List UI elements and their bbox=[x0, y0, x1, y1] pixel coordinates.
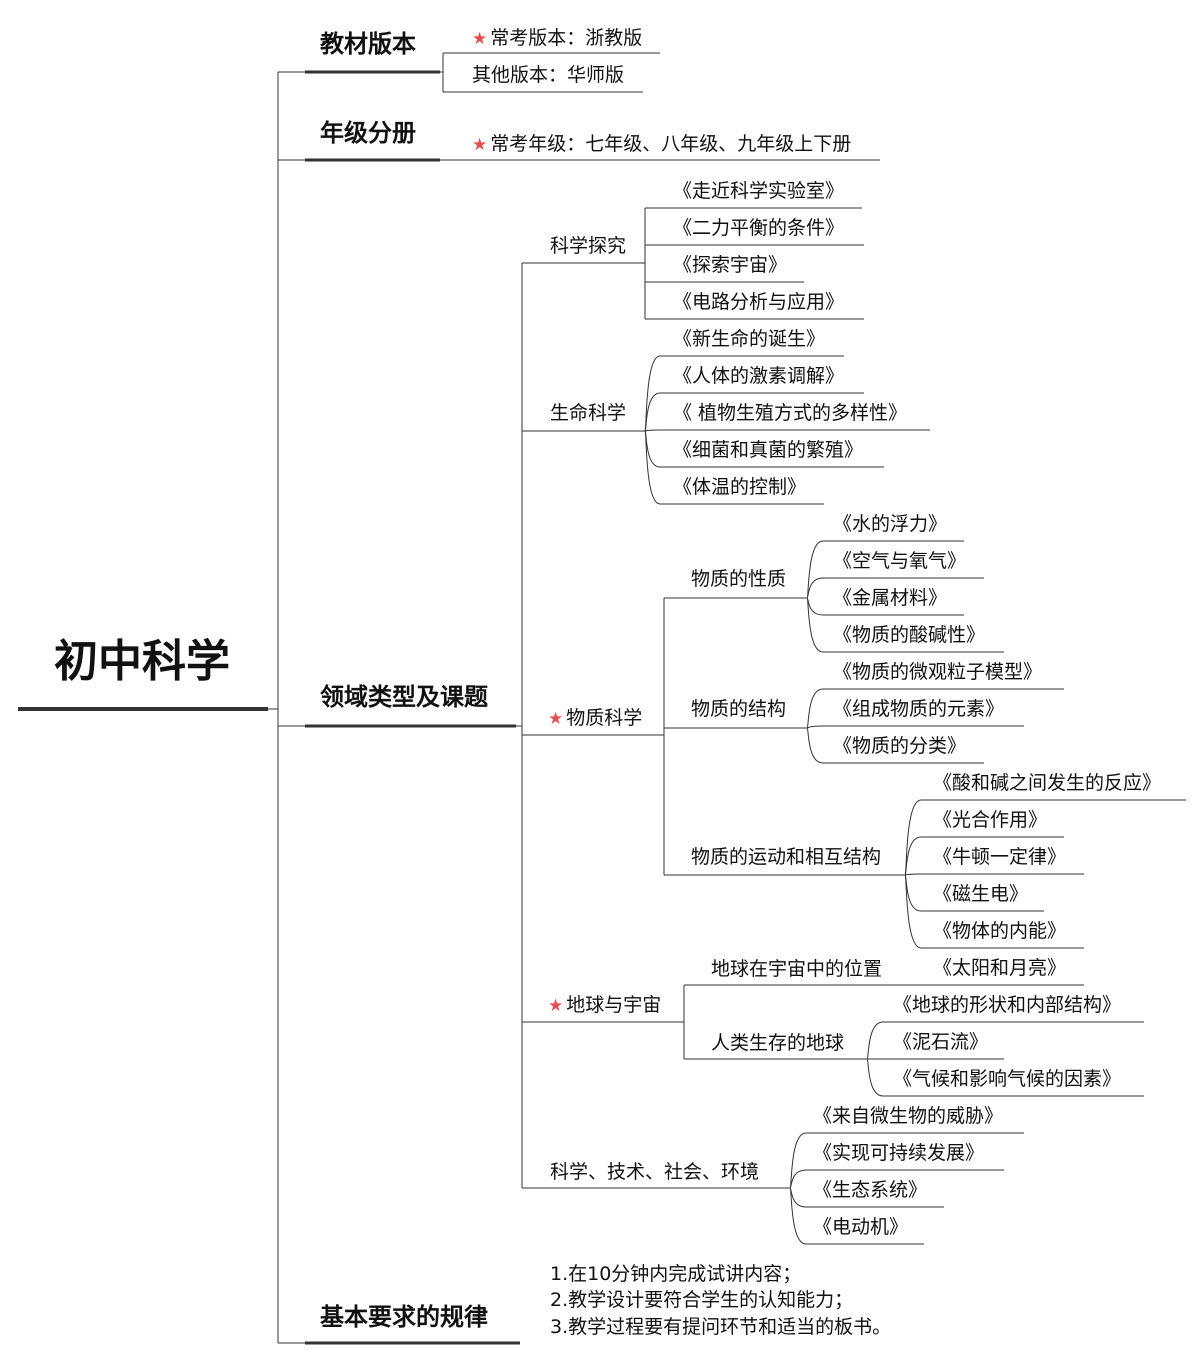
leaf-connector bbox=[789, 1169, 807, 1189]
leaf-connector bbox=[644, 429, 661, 432]
sub-branch: 物质的性质 bbox=[691, 568, 787, 590]
topic-leaf: 《实现可持续发展》 bbox=[813, 1142, 985, 1164]
topic-leaf: 《生态系统》 bbox=[813, 1179, 928, 1201]
topic-leaf: 《太阳和月亮》 bbox=[933, 957, 1067, 979]
sub-branch: 物质的运动和相互结构 bbox=[691, 846, 882, 868]
section-textbook-title: 教材版本 bbox=[320, 30, 416, 58]
section-grade-title: 年级分册 bbox=[320, 119, 416, 147]
section-requirements-title: 基本要求的规律 bbox=[320, 1303, 488, 1331]
topic-leaf: 《人体的激素调解》 bbox=[673, 365, 845, 387]
topic-leaf: 《来自微生物的威胁》 bbox=[813, 1105, 1004, 1127]
star-icon: ★ bbox=[548, 709, 564, 729]
topic-leaf: 《气候和影响气候的因素》 bbox=[893, 1068, 1122, 1090]
requirement-item: 2.教学设计要符合学生的认知能力； bbox=[550, 1289, 854, 1311]
leaf-connector bbox=[789, 1187, 807, 1245]
topic-leaf: 《地球的形状和内部结构》 bbox=[893, 994, 1122, 1016]
grade-item: ★常考年级：七年级、八年级、九年级上下册 bbox=[472, 133, 852, 155]
topic-leaf: 《细菌和真菌的繁殖》 bbox=[673, 439, 864, 461]
sub-branch: 地球在宇宙中的位置 bbox=[711, 958, 883, 980]
branch-science-inquiry: 科学探究 bbox=[550, 235, 627, 257]
branch-earth-universe: ★地球与宇宙 bbox=[548, 994, 662, 1016]
topic-leaf: 《牛顿一定律》 bbox=[933, 846, 1067, 868]
topic-leaf: 《水的浮力》 bbox=[833, 513, 948, 535]
topic-leaf: 《组成物质的元素》 bbox=[833, 698, 1005, 720]
leaf-connector bbox=[806, 597, 824, 653]
topic-leaf: 《体温的控制》 bbox=[673, 476, 807, 498]
leaf-connector bbox=[806, 597, 824, 616]
star-icon: ★ bbox=[548, 996, 564, 1016]
leaf-connector bbox=[904, 874, 922, 949]
requirement-item: 1.在10分钟内完成试讲内容； bbox=[550, 1263, 802, 1285]
topic-leaf: 《泥石流》 bbox=[893, 1031, 989, 1053]
topic-leaf: 《金属材料》 bbox=[833, 587, 948, 609]
topic-leaf: 《二力平衡的条件》 bbox=[673, 217, 845, 239]
leaf-connector bbox=[806, 727, 824, 764]
topic-leaf: 《物质的酸碱性》 bbox=[833, 624, 986, 646]
root-title: 初中科学 bbox=[54, 636, 230, 687]
topic-leaf: 《物体的内能》 bbox=[933, 920, 1067, 942]
leaf-connector bbox=[866, 1021, 884, 1060]
leaf-connector bbox=[806, 688, 824, 729]
topic-leaf: 《 植物生殖方式的多样性》 bbox=[673, 402, 908, 424]
star-icon: ★ bbox=[472, 29, 488, 49]
leaf-connector bbox=[644, 430, 661, 505]
topic-leaf: 《新生命的诞生》 bbox=[673, 328, 826, 350]
star-icon: ★ bbox=[472, 135, 488, 155]
branch-stse: 科学、技术、社会、环境 bbox=[550, 1161, 760, 1183]
topic-leaf: 《物质的微观粒子模型》 bbox=[833, 661, 1043, 683]
sub-branch: 物质的结构 bbox=[691, 698, 787, 720]
branch-matter-science: ★物质科学 bbox=[548, 707, 643, 729]
sub-branch: 人类生存的地球 bbox=[711, 1032, 845, 1054]
leaf-connector bbox=[644, 392, 661, 432]
leaf-connector bbox=[806, 577, 824, 599]
topic-leaf: 《物质的分类》 bbox=[833, 735, 967, 757]
branch-life-science: 生命科学 bbox=[550, 402, 627, 424]
topic-leaf: 《探索宇宙》 bbox=[673, 254, 788, 276]
textbook-item: ★常考版本：浙教版 bbox=[472, 27, 643, 49]
topic-leaf: 《电动机》 bbox=[813, 1216, 909, 1238]
topic-leaf: 《磁生电》 bbox=[933, 883, 1029, 905]
leaf-connector bbox=[904, 836, 922, 876]
leaf-connector bbox=[904, 873, 922, 876]
section-domains-title: 领域类型及课题 bbox=[320, 683, 488, 711]
topic-leaf: 《空气与氧气》 bbox=[833, 550, 967, 572]
topic-leaf: 《走近科学实验室》 bbox=[673, 180, 845, 202]
topic-leaf: 《电路分析与应用》 bbox=[673, 291, 845, 313]
leaf-connector bbox=[866, 1058, 884, 1097]
textbook-item: 其他版本：华师版 bbox=[472, 64, 625, 86]
requirement-item: 3.教学过程要有提问环节和适当的板书。 bbox=[550, 1316, 892, 1338]
topic-leaf: 《光合作用》 bbox=[933, 809, 1048, 831]
topic-leaf: 《酸和碱之间发生的反应》 bbox=[933, 772, 1162, 794]
leaf-connector bbox=[806, 725, 824, 729]
leaf-connector bbox=[789, 1187, 807, 1208]
